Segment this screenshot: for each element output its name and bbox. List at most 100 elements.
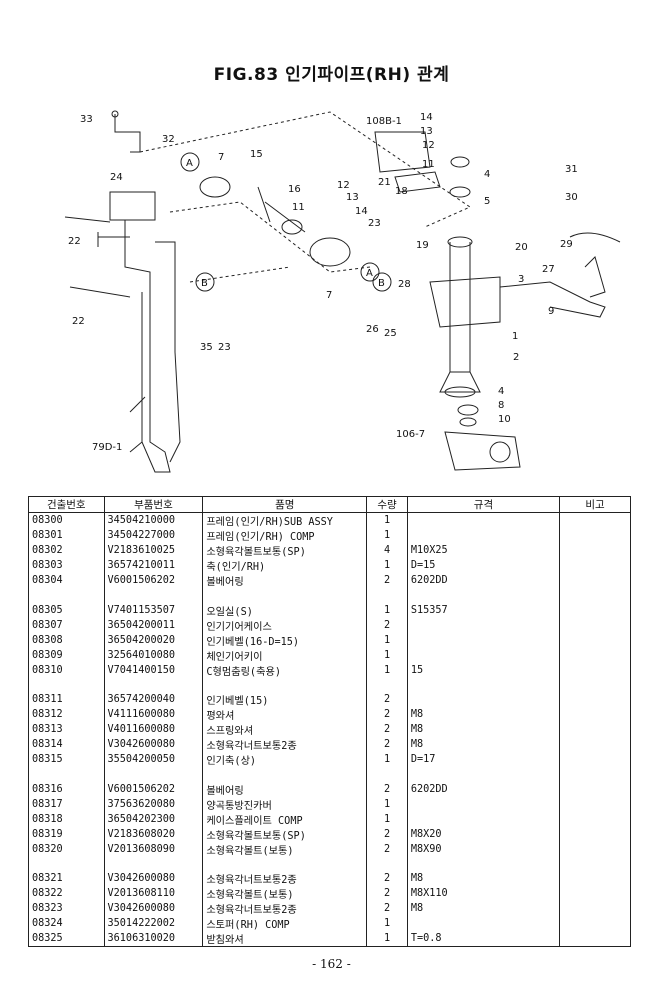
cell-part-name: 양곡통방진카버 [202,796,368,812]
cell-spec: M8 [406,707,561,723]
callout-30: 30 [565,192,578,203]
cell-spec: M8 [406,737,561,753]
cell-part-number: 34504227000 [103,528,204,543]
callout-7b: 7 [326,290,332,301]
cell-spec: M8X90 [406,841,561,857]
cell-part-name: 받침와셔 [202,931,368,948]
cell-quantity: 2 [366,826,408,842]
bracket-32 [114,114,141,153]
cell-part-ref: 08323 [28,901,105,917]
cell-quantity: 2 [366,781,408,797]
cell-part-number: V7041400150 [103,662,204,678]
cell-spec: D=15 [406,558,561,573]
cell-remarks [559,543,631,558]
marker-b-label: B [201,278,208,289]
cell-part-number: V3042600080 [103,901,204,917]
cell-part-name [202,856,368,872]
callout-32: 32 [162,134,175,145]
cell-remarks [559,901,631,917]
cell-quantity: 1 [366,558,408,573]
cell-part-number: V4011600080 [103,722,204,738]
callout-26: 26 [366,324,379,335]
cell-quantity: 2 [366,573,408,588]
cell-quantity: 2 [366,722,408,738]
cell-quantity: 2 [366,707,408,723]
cell-remarks [559,767,631,782]
bracket-29 [584,256,606,298]
cell-spec: M8X110 [406,886,561,902]
gear-case-lower [309,237,351,267]
cell-part-number [103,677,204,693]
cell-part-ref: 08316 [28,781,105,797]
table-row [28,856,631,872]
cell-remarks [559,512,631,528]
cell-part-name: 소형육각너트보통2종 [202,737,368,753]
cell-remarks [559,781,631,797]
callout-23b: 23 [218,342,231,353]
cell-quantity: 2 [366,841,408,857]
cell-spec: M8 [406,871,561,887]
callout-18: 18 [395,186,408,197]
cell-spec: M10X25 [406,543,561,558]
cell-part-ref: 08318 [28,811,105,827]
header-remarks: 비고 [559,496,631,513]
callout-4: 4 [484,169,490,180]
cell-part-number: 36504200011 [103,617,204,633]
cell-spec [406,692,561,708]
cell-part-name [202,677,368,693]
callout-4b: 4 [498,386,504,397]
cell-part-name: 스토퍼(RH) COMP [202,916,368,932]
cell-part-ref [28,677,105,693]
callout-7: 7 [218,152,224,163]
cell-spec: M8 [406,722,561,738]
cell-spec [406,856,561,872]
cell-quantity: 4 [366,543,408,558]
cell-part-name: 소형육각볼트보통(SP) [202,543,368,558]
cell-spec [406,916,561,932]
cell-part-number: 37563620080 [103,796,204,812]
cell-remarks [559,707,631,723]
cell-quantity: 1 [366,811,408,827]
cell-part-ref [28,588,105,603]
callout-13: 13 [346,192,359,203]
column-base [439,371,481,393]
cell-part-ref: 08313 [28,722,105,738]
marker-a-upper [180,152,200,172]
cell-part-name: 소형육각볼트보통(SP) [202,826,368,842]
callout-19: 19 [416,240,429,251]
marker-b-left [195,272,215,292]
page-title: FIG.83 인기파이프(RH) 관계 [213,65,450,85]
cell-part-name: 오일실(S) [202,602,368,618]
callout-108b-1: 108B-1 [366,116,402,127]
cell-quantity: 2 [366,901,408,917]
frame-bracket [109,191,156,221]
cell-part-ref: 08315 [28,752,105,768]
cell-part-name: 스프링와셔 [202,722,368,738]
cell-part-ref: 08317 [28,796,105,812]
cell-part-name: 소형육각볼트(보통) [202,886,368,902]
cell-part-ref: 08321 [28,871,105,887]
cell-part-number: V4111600080 [103,707,204,723]
bracket-108b [374,131,431,173]
cell-remarks [559,856,631,872]
callout-27: 27 [542,264,555,275]
cell-remarks [559,602,631,618]
cell-quantity: 2 [366,692,408,708]
cell-remarks [559,752,631,768]
cell-part-ref: 08302 [28,543,105,558]
cell-part-name: 소형육각너트보통2종 [202,871,368,887]
main-column [449,242,471,373]
cell-part-number: 34504210000 [103,512,204,528]
cell-part-ref: 08303 [28,558,105,573]
cell-part-name: 평와셔 [202,707,368,723]
cell-part-number [103,856,204,872]
